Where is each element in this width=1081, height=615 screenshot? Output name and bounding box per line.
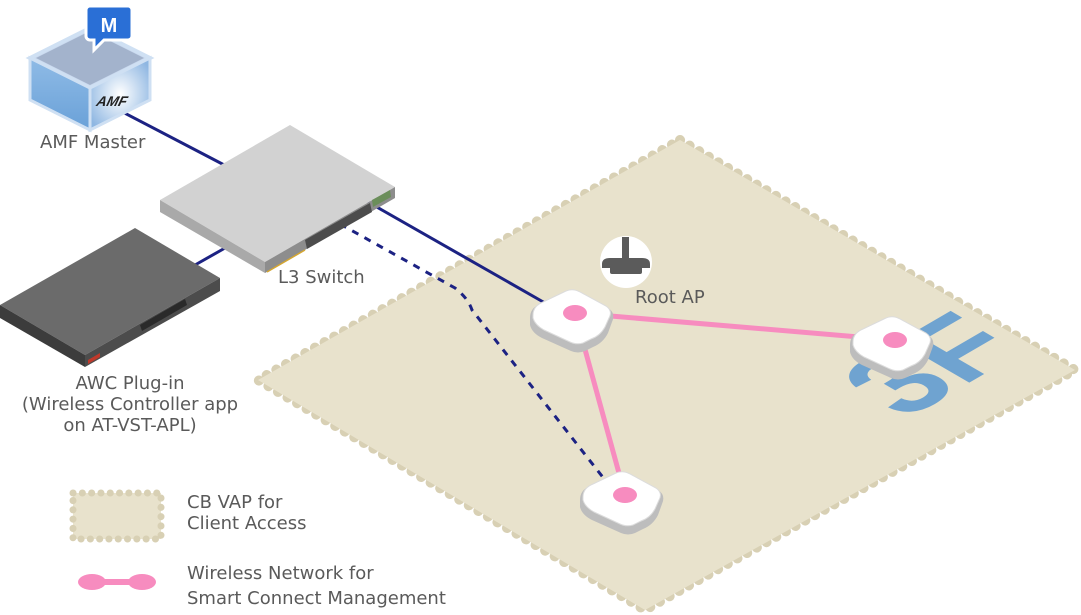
legend-vap-label: CB VAP for Client Access bbox=[187, 492, 306, 534]
legend-wireless-line1: Wireless Network for bbox=[187, 563, 374, 584]
legend-wireless-swatch bbox=[78, 574, 156, 590]
floor-area bbox=[253, 135, 1080, 615]
amf-master-device[interactable]: AMF M bbox=[25, 4, 155, 133]
wired-links bbox=[114, 106, 607, 481]
link-awc-to-switch bbox=[194, 246, 226, 267]
legend-vap-line1: CB VAP for bbox=[187, 492, 283, 513]
legend-wireless-label: Wireless Network for Smart Connect Manag… bbox=[187, 561, 446, 611]
switch-ports bbox=[305, 190, 391, 249]
legend-wireless-line2: Smart Connect Management bbox=[187, 588, 446, 609]
awc-plugin-label: AWC Plug-in (Wireless Controller app on … bbox=[10, 373, 250, 436]
bottom-access-point[interactable] bbox=[580, 471, 664, 535]
awc-label-line1: AWC Plug-in bbox=[75, 373, 185, 394]
amf-logo: AMF bbox=[94, 94, 130, 110]
root-ap-label: Root AP bbox=[635, 287, 705, 308]
root-ap-icon bbox=[600, 236, 652, 288]
bottom-ap-indicator bbox=[613, 487, 637, 503]
right-access-point[interactable] bbox=[850, 316, 934, 380]
l3-switch-label: L3 Switch bbox=[278, 267, 365, 288]
master-badge-icon: M bbox=[84, 4, 134, 54]
amf-master-label: AMF Master bbox=[40, 132, 146, 153]
root-access-point[interactable] bbox=[530, 289, 614, 353]
legend-vap-swatch bbox=[69, 489, 165, 543]
link-switch-to-ap-dashed bbox=[339, 222, 607, 481]
link-switch-to-root-ap bbox=[367, 200, 546, 305]
awc-plugin-device[interactable] bbox=[0, 228, 220, 367]
svg-text:M: M bbox=[101, 15, 118, 37]
wireless-link-root-to-right bbox=[574, 310, 896, 343]
awc-label-line3: on AT-VST-APL) bbox=[63, 415, 197, 436]
awc-label-line2: (Wireless Controller app bbox=[21, 394, 239, 415]
link-amf-to-switch bbox=[114, 106, 231, 170]
legend-vap-line2: Client Access bbox=[187, 513, 307, 534]
l3-switch-device[interactable] bbox=[160, 125, 395, 273]
right-ap-indicator bbox=[883, 332, 907, 348]
root-ap-indicator bbox=[563, 305, 587, 321]
